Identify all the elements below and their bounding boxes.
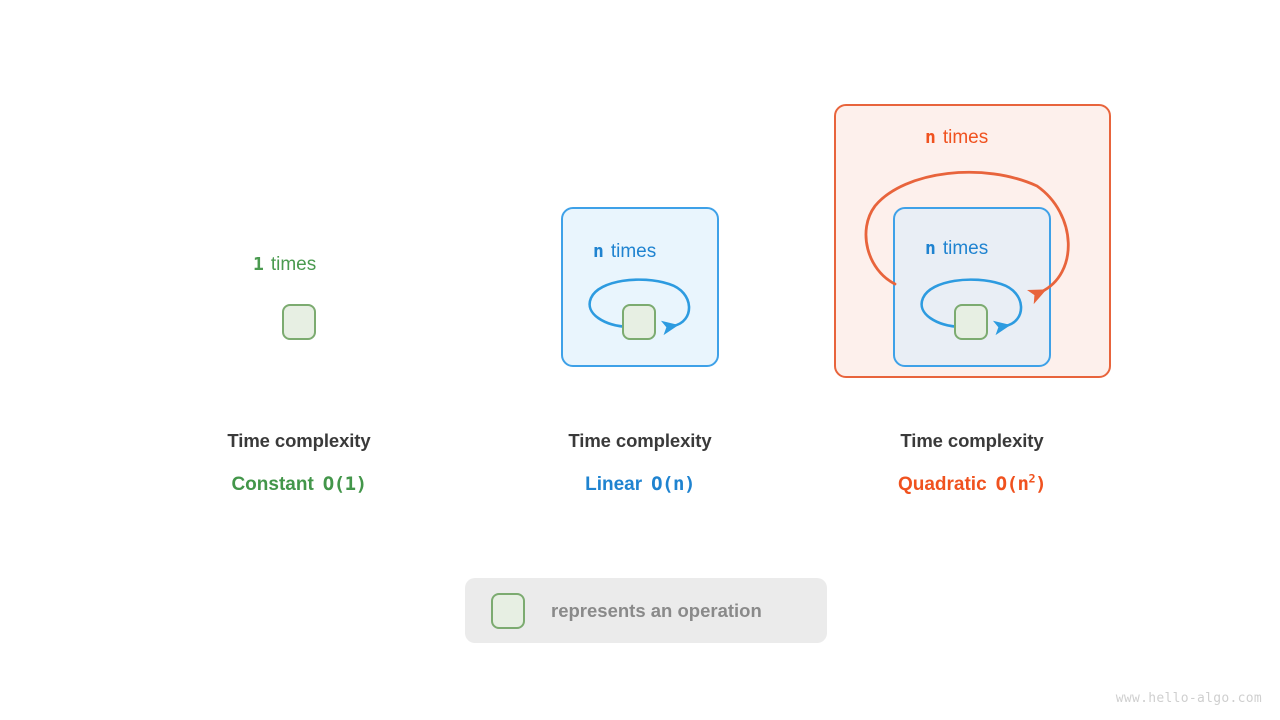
constant-caption: Time complexity Constant O(1) (139, 430, 459, 496)
watermark: www.hello-algo.com (1115, 691, 1262, 706)
quadratic-inner-loop-frame (893, 207, 1051, 367)
linear-complexity-bigo: O(n) (651, 473, 695, 495)
quadratic-operation-box (954, 304, 988, 340)
constant-caption-title: Time complexity (227, 430, 371, 451)
quadratic-inner-times-word: times (942, 238, 989, 259)
constant-times-word: times (270, 254, 317, 275)
quadratic-bigo-close: ) (1035, 473, 1047, 495)
linear-operation-box (622, 304, 656, 340)
quadratic-caption: Time complexity Quadratic O(n2) (812, 430, 1132, 496)
quadratic-complexity-bigo: O(n2) (995, 471, 1047, 495)
legend-label: represents an operation (551, 599, 762, 621)
legend-operation-swatch (491, 592, 525, 629)
linear-loop-frame (561, 207, 719, 367)
constant-operation-box (282, 304, 316, 340)
constant-complexity-name: Constant (231, 474, 314, 495)
quadratic-outer-times-word: times (942, 127, 989, 148)
linear-caption: Time complexity Linear O(n) (480, 430, 800, 496)
quadratic-bigo-exponent: 2 (1028, 471, 1036, 486)
linear-caption-title: Time complexity (568, 430, 712, 451)
quadratic-caption-title: Time complexity (900, 430, 1044, 451)
quadratic-caption-value: Quadratic O(n2) (812, 473, 1132, 496)
constant-times-count: 1 (253, 254, 264, 275)
linear-caption-value: Linear O(n) (480, 473, 800, 496)
linear-complexity-name: Linear (585, 474, 643, 495)
constant-caption-value: Constant O(1) (139, 473, 459, 496)
constant-times-label: 1 times (253, 255, 316, 274)
quadratic-inner-times-count: n (925, 238, 936, 259)
linear-times-word: times (610, 241, 657, 262)
quadratic-complexity-name: Quadratic (897, 474, 987, 495)
legend: represents an operation (465, 578, 827, 643)
linear-times-count: n (593, 241, 604, 262)
quadratic-outer-times-count: n (925, 127, 936, 148)
quadratic-bigo-open: O(n (995, 473, 1029, 495)
constant-complexity-bigo: O(1) (322, 473, 367, 495)
